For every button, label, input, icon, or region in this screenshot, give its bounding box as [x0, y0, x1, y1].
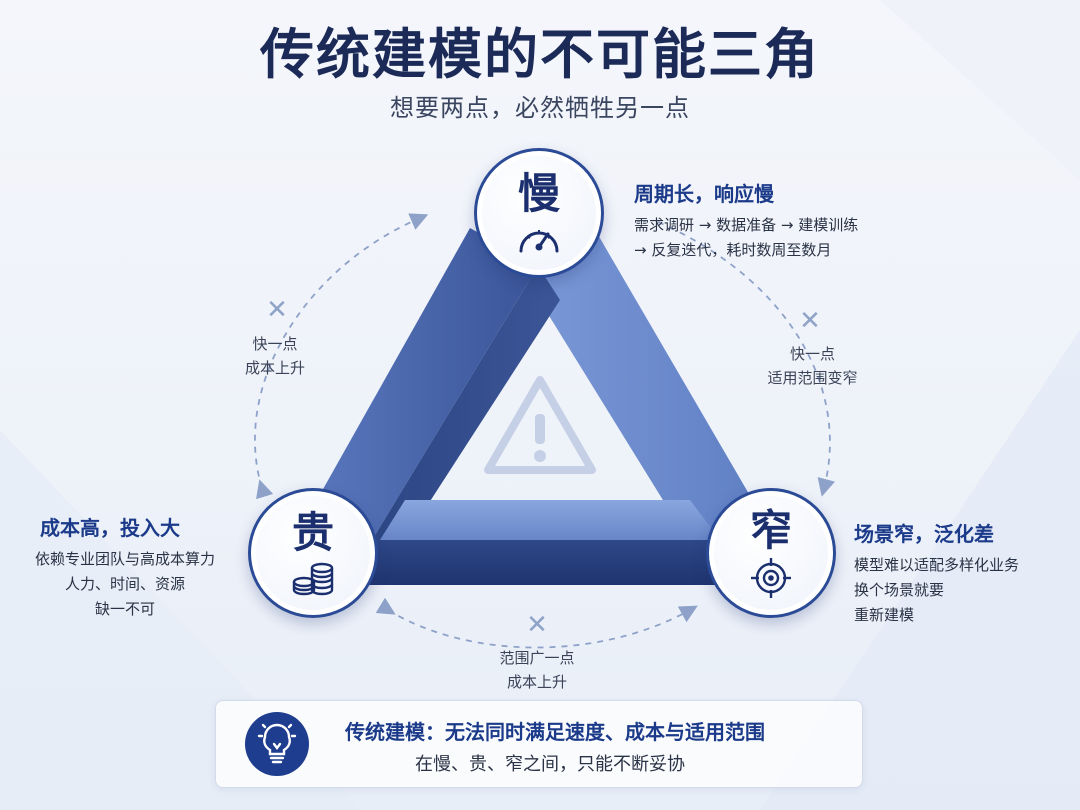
arrow-bottom-arc	[375, 597, 698, 649]
node-expensive-line-3: 缺一不可	[94, 600, 155, 618]
tradeoff-right-x: ✕	[799, 306, 821, 336]
tradeoff-bottom-x: ✕	[526, 610, 548, 640]
tradeoff-left-line2: 成本上升	[244, 359, 305, 377]
node-narrow-line-1: 模型难以适配多样化业务	[854, 556, 1020, 574]
node-narrow: 窄	[706, 488, 836, 618]
tradeoff-right-label: 快一点 适用范围变窄	[745, 342, 880, 390]
tradeoff-bottom-label: 范围广一点 成本上升	[482, 646, 592, 694]
triangle-bar-bottom-top	[380, 500, 720, 540]
conclusion-main: 传统建模：无法同时满足速度、成本与适用范围	[345, 720, 765, 744]
node-expensive-heading: 成本高，投入大	[40, 516, 180, 540]
node-expensive-desc: 成本高，投入大 依赖专业团队与高成本算力 人力、时间、资源 缺一不可	[10, 512, 240, 622]
node-narrow-line-3: 重新建模	[854, 606, 915, 624]
triangle-bar-bottom-front	[330, 540, 760, 585]
node-slow-char: 慢	[517, 169, 560, 218]
node-expensive-line-1: 依赖专业团队与高成本算力	[34, 550, 215, 568]
coins-icon	[292, 562, 334, 596]
tradeoff-left-line1: 快一点	[252, 335, 298, 353]
conclusion-sub: 在慢、贵、窄之间，只能不断妥协	[415, 754, 685, 775]
node-slow: 慢	[474, 148, 604, 278]
node-narrow-char: 窄	[749, 506, 792, 555]
tradeoff-bottom-line1: 范围广一点	[499, 649, 575, 667]
tradeoff-right-line1: 快一点	[789, 345, 835, 363]
lightbulb-icon	[257, 723, 297, 764]
node-expensive-line-2: 人力、时间、资源	[64, 575, 185, 593]
node-narrow-heading: 场景窄，泛化差	[854, 522, 994, 546]
page-subtitle: 想要两点，必然牺牲另一点	[390, 94, 690, 122]
warning-icon	[480, 372, 600, 484]
node-slow-line-2: → 反复迭代，耗时数周至数月	[634, 241, 832, 259]
node-expensive-char: 贵	[291, 508, 334, 557]
conclusion-box	[215, 700, 863, 788]
target-icon	[751, 558, 791, 598]
node-expensive: 贵	[248, 488, 378, 618]
tradeoff-left-x: ✕	[266, 295, 288, 325]
node-slow-line-1: 需求调研 → 数据准备 → 建模训练	[634, 216, 859, 234]
arrow-left-arc	[254, 213, 429, 500]
node-slow-heading: 周期长，响应慢	[634, 182, 774, 206]
triangle-bar-right	[522, 228, 770, 560]
arrow-right-arc	[657, 221, 836, 497]
node-narrow-line-2: 换个场景就要	[854, 581, 945, 599]
node-slow-desc: 周期长，响应慢 需求调研 → 数据准备 → 建模训练 → 反复迭代，耗时数周至数…	[634, 178, 934, 263]
page-title: 传统建模的不可能三角	[260, 23, 820, 86]
tradeoff-right-line2: 适用范围变窄	[767, 369, 858, 387]
conclusion-icon-circle	[245, 712, 309, 776]
tradeoff-bottom-line2: 成本上升	[506, 673, 567, 691]
speedometer-icon	[519, 230, 559, 253]
node-narrow-desc: 场景窄，泛化差 模型难以适配多样化业务 换个场景就要 重新建模	[854, 518, 1074, 628]
tradeoff-left-label: 快一点 成本上升	[220, 332, 330, 380]
